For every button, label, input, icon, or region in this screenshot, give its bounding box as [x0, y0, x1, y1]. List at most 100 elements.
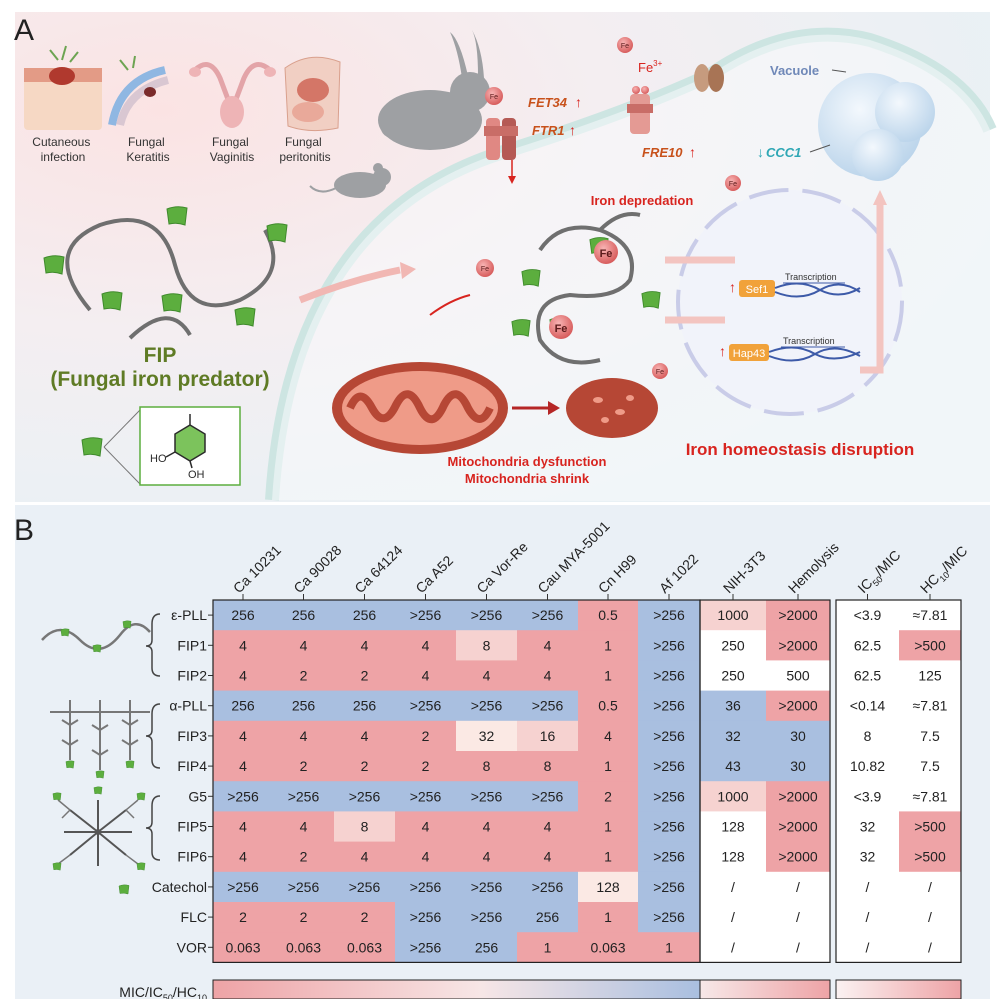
table-cell	[334, 811, 395, 842]
table-cell	[273, 871, 334, 903]
table-cell	[766, 690, 830, 722]
svg-text:Fe: Fe	[621, 43, 629, 50]
cell-value: 16	[540, 728, 556, 744]
table-cell	[836, 841, 899, 873]
cell-value: 0.5	[598, 698, 618, 714]
table-cell	[334, 720, 395, 752]
cell-value: 4	[544, 819, 552, 835]
iron-homeostasis-label: Iron homeostasis disruption	[686, 440, 915, 459]
table-cell	[700, 720, 766, 752]
legend-label-part: 10	[197, 993, 207, 999]
table-cell	[638, 811, 700, 842]
table-cell	[638, 841, 700, 873]
cell-value: >256	[227, 788, 259, 804]
cell-value: 32	[479, 728, 495, 744]
mitochondria-shrunk	[566, 378, 658, 438]
table-cell	[334, 902, 395, 933]
table-cell	[899, 841, 961, 873]
table-cell	[273, 841, 334, 873]
table-cell	[836, 690, 899, 722]
cell-value: 8	[864, 728, 872, 744]
cell-value: 2	[300, 909, 308, 925]
cell-value: 2	[239, 909, 247, 925]
table-cell	[213, 902, 273, 933]
hap43-block: ↑ Hap43 Transcription	[719, 336, 861, 362]
svg-text:Fe: Fe	[656, 369, 664, 376]
cell-value: ≈7.81	[913, 698, 948, 714]
table-cell	[700, 660, 766, 691]
cell-value: 4	[604, 728, 612, 744]
cell-value: >256	[410, 607, 442, 623]
cell-value: >256	[410, 879, 442, 895]
table-cell	[395, 720, 456, 752]
infection-label-cutaneous: Cutaneous infection	[32, 135, 93, 164]
table-cell	[395, 871, 456, 903]
table-cell	[836, 660, 899, 691]
cell-value: >256	[288, 879, 320, 895]
table-cell	[456, 811, 517, 842]
cell-value: 4	[544, 849, 552, 865]
table-cell	[700, 841, 766, 873]
row-label: α-PLL	[169, 698, 207, 714]
table-cell	[899, 871, 961, 903]
table-cell	[213, 720, 273, 752]
cell-value: 1000	[717, 788, 748, 804]
cell-value: >256	[410, 939, 442, 955]
cell-value: 1	[604, 849, 612, 865]
cell-value: /	[928, 909, 932, 925]
cutaneous-infection-icon	[24, 45, 102, 130]
cell-value: 4	[422, 637, 430, 653]
cell-value: >256	[532, 698, 564, 714]
cell-value: 250	[721, 637, 745, 653]
cell-value: 32	[725, 728, 741, 744]
table-cell	[578, 690, 638, 722]
cell-value: 32	[860, 849, 876, 865]
table-cell	[700, 902, 766, 933]
cell-value: 1	[544, 939, 552, 955]
cell-value: >256	[288, 788, 320, 804]
cell-value: 4	[483, 668, 491, 684]
table-cell	[456, 932, 517, 963]
cell-value: >256	[471, 788, 503, 804]
cell-value: >500	[914, 849, 946, 865]
table-cell	[273, 781, 334, 812]
table-cell	[213, 871, 273, 903]
fe-ion: Fe	[652, 363, 668, 379]
cell-value: 1	[604, 668, 612, 684]
table-cell	[836, 630, 899, 661]
rabbit-icon	[378, 30, 490, 150]
catechol-ho: HO	[150, 453, 167, 465]
table-cell	[638, 781, 700, 812]
cell-value: 128	[721, 849, 745, 865]
table-group-frame	[835, 599, 962, 963]
cell-value: >256	[653, 637, 685, 653]
cell-value: /	[731, 879, 735, 895]
cell-value: 4	[361, 849, 369, 865]
table-cell	[899, 932, 961, 963]
table-cell	[836, 902, 899, 933]
fre10-up-arrow: ↑	[689, 144, 696, 160]
cell-value: >256	[349, 788, 381, 804]
table-cell	[899, 781, 961, 812]
sef1-up-arrow: ↑	[729, 279, 736, 295]
cell-value: 8	[544, 758, 552, 774]
fe-ion: Fe	[617, 37, 633, 53]
cell-value: 1000	[717, 607, 748, 623]
cell-value: 4	[239, 758, 247, 774]
cell-value: /	[796, 939, 800, 955]
table-cell	[334, 932, 395, 963]
table-cell	[638, 690, 700, 722]
cell-value: 4	[239, 849, 247, 865]
table-cell	[213, 932, 273, 963]
cell-value: 43	[725, 758, 741, 774]
cell-value: 2	[361, 758, 369, 774]
cell-value: 1	[604, 909, 612, 925]
cell-value: 10.82	[850, 758, 885, 774]
table-cell	[334, 781, 395, 812]
table-cell	[899, 600, 961, 631]
table-cell	[517, 751, 578, 782]
cell-value: >2000	[778, 637, 818, 653]
table-cell	[456, 751, 517, 782]
cell-value: 4	[300, 637, 308, 653]
